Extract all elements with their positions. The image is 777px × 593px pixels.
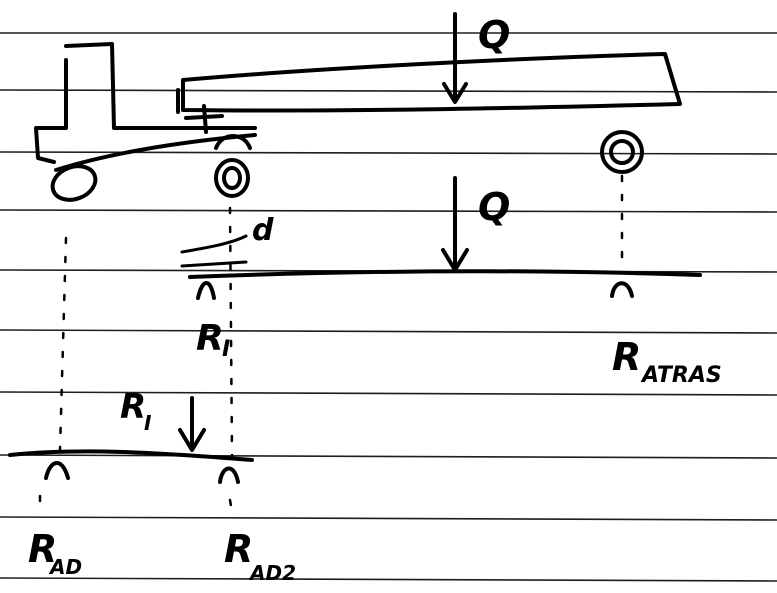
support-i-symbol: [196, 281, 216, 300]
point-load-label: R: [120, 387, 146, 427]
offset-line: [180, 234, 248, 254]
point-load-head: [178, 428, 206, 452]
reaction-ad2-label: R: [224, 527, 253, 571]
rule-line: [0, 89, 777, 93]
reaction-ad-subscript: AD: [48, 555, 82, 579]
projection-tick: [228, 498, 234, 514]
projection-lines: [38, 174, 624, 514]
offset-label: d: [252, 213, 274, 248]
projection-front: [58, 236, 68, 452]
reaction-ad2-subscript: AD2: [248, 561, 296, 585]
rule-line: [0, 209, 777, 213]
reaction-ad-label: R: [28, 527, 57, 571]
rule-line: [0, 577, 777, 582]
middle-beam-line: [188, 269, 702, 279]
ruled-lines: [0, 32, 777, 582]
rear-wheel: [600, 130, 644, 174]
trailer-body: [181, 52, 682, 113]
rule-line: [0, 329, 777, 334]
bottom-beam-line: [8, 449, 254, 462]
support-atras-symbol: [610, 281, 634, 298]
support-ad-symbol: [44, 461, 70, 480]
bottom-beam: [8, 396, 254, 484]
truck-sketch: [34, 42, 257, 202]
cab-roof-line: [64, 42, 257, 130]
front-wheel: [50, 164, 98, 202]
point-load-subscript: I: [144, 411, 152, 435]
load-label-top: Q: [478, 13, 510, 57]
rear-wheel-hub: [609, 139, 635, 165]
reaction-atras-subscript: ATRAS: [640, 363, 722, 388]
wheel-arch: [214, 134, 252, 150]
reaction-atras-label: R: [612, 335, 641, 379]
reaction-i-subscript: I: [222, 337, 230, 362]
load-label-mid: Q: [478, 185, 510, 229]
middle-wheel: [214, 158, 250, 198]
load-arrow-head: [442, 82, 468, 104]
load-arrow-top: [442, 12, 468, 104]
offset-tick: [180, 260, 248, 268]
rule-line: [0, 391, 777, 396]
trailer-sketch: [176, 52, 682, 174]
load-arrow-mid-head: [441, 248, 469, 272]
rule-line: [0, 454, 777, 459]
projection-middle: [228, 206, 234, 457]
reaction-i-label: R: [196, 318, 224, 359]
middle-beam: [180, 176, 702, 300]
rule-line: [0, 516, 777, 521]
support-ad2-symbol: [218, 466, 240, 484]
middle-wheel-hub: [222, 166, 242, 190]
cab-rear-line: [34, 58, 68, 164]
